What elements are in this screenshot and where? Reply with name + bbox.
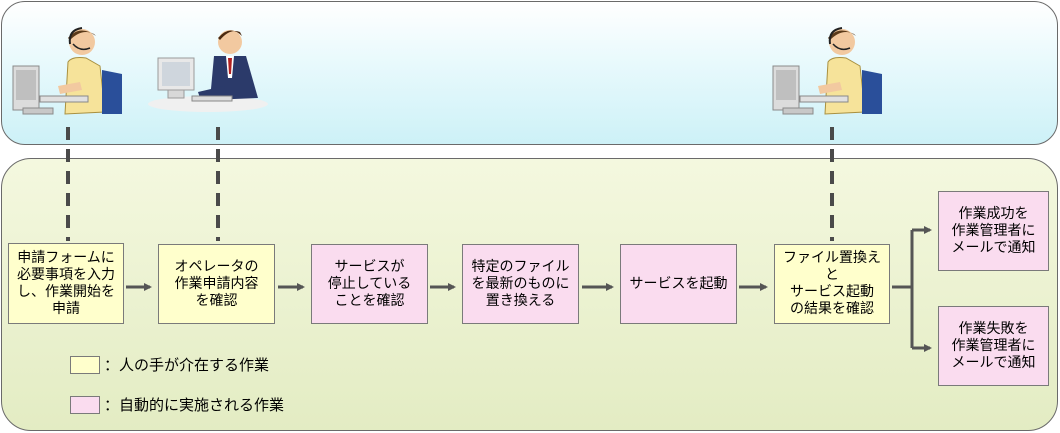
businessman-at-computer-icon (148, 30, 268, 112)
step-operator-check: オペレータの 作業申請内容 を確認 (158, 244, 275, 324)
outcome-failure: 作業失敗を 作業管理者に メールで通知 (938, 306, 1049, 386)
step-start-service: サービスを起動 (620, 244, 737, 324)
step-replace-file: 特定のファイル を最新のものに 置き換える (462, 244, 579, 324)
operator-with-headset-icon (12, 27, 122, 115)
legend-swatch-auto (70, 396, 100, 414)
step-apply: 申請フォームに 必要事項を入力 し、作業開始を 申請 (8, 243, 124, 324)
legend-swatch-human (70, 356, 100, 374)
connector-dashed-line (216, 127, 220, 241)
outcome-success: 作業成功を 作業管理者に メールで通知 (938, 191, 1049, 271)
connector-dashed-line (830, 127, 834, 241)
legend-label-auto: ：自動的に実施される作業 (104, 396, 285, 414)
legend-label-human: ：人の手が介在する作業 (104, 356, 270, 374)
operator-with-headset-icon (772, 27, 882, 115)
step-service-stop-check: サービスが 停止している ことを確認 (311, 244, 428, 324)
connector-dashed-line (66, 127, 70, 241)
step-verify-result: ファイル置換えと サービス起動 の結果を確認 (774, 244, 890, 324)
